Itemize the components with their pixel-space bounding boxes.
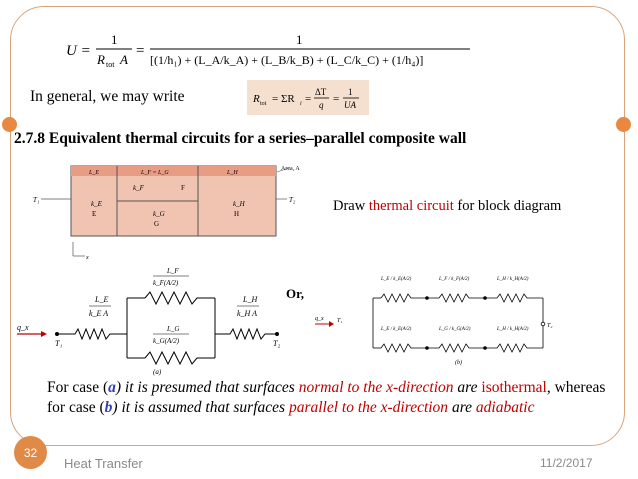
svg-text:L_E: L_E [94,295,108,304]
svg-text:q_x: q_x [17,323,29,332]
circuit-a: q_x T₁ L_E k_E A L_F k_F(A/2) L_G k_G(A/… [17,267,280,376]
svg-text:A: A [119,52,128,67]
svg-text:tot: tot [260,101,267,107]
draw-text-highlight: thermal circuit [368,198,454,214]
case-description: For case (a) it is presumed that surface… [47,378,607,418]
svg-text:k_H: k_H [233,200,246,208]
rtot-equation: R tot = ΣR i = ΔT q = 1 UA [252,87,359,110]
svg-text:T₁: T₁ [337,318,342,324]
u-equation: U = 1 R tot A = 1 [(1/h₁) + (L_A/k_A) + … [66,32,470,69]
svg-text:R: R [96,52,105,67]
svg-text:U =: U = [66,43,91,59]
svg-text:k_E A: k_E A [89,309,108,318]
svg-text:T₂: T₂ [547,323,552,329]
svg-text:=: = [333,93,339,105]
page-number-badge: 32 [14,436,47,469]
svg-text:(a): (a) [153,368,162,376]
svg-text:tot: tot [106,60,115,69]
draw-text-before: Draw [333,198,369,214]
footer-title: Heat Transfer [64,456,143,471]
svg-text:k_G: k_G [153,210,165,218]
case-b-label: b [104,399,113,416]
svg-text:q_x: q_x [315,316,324,322]
draw-circuit-text: Draw thermal circuit for block diagram [333,196,595,216]
draw-text-after: for block diagram [453,198,562,214]
svg-text:T₁: T₁ [55,339,62,348]
svg-text:L_F: L_F [166,267,179,275]
svg-text:L_F / k_F(A/2): L_F / k_F(A/2) [438,277,470,282]
svg-text:1: 1 [348,87,353,97]
svg-text:=: = [305,93,311,105]
case-text-2: ) it is presumed that surfaces [115,379,299,396]
svg-text:T₂: T₂ [273,339,280,348]
svg-text:F: F [181,184,185,192]
svg-text:Area, A: Area, A [281,166,300,172]
rtot-equation-box: R tot = ΣR i = ΔT q = 1 UA [247,80,369,115]
case-text-3: are [453,379,482,396]
svg-text:T₂: T₂ [289,196,296,204]
svg-text:L_H / k_H(A/2): L_H / k_H(A/2) [496,277,529,282]
svg-text:L_H: L_H [242,295,258,304]
intro-text: In general, we may write [30,88,185,105]
slide-frame [10,6,625,446]
normal-direction-text: normal to the x-direction [298,379,454,396]
svg-text:ΔT: ΔT [315,87,327,97]
svg-text:1: 1 [111,32,118,47]
svg-text:k_F: k_F [133,184,145,192]
svg-text:= ΣR: = ΣR [272,93,295,105]
svg-text:UA: UA [344,100,356,110]
svg-text:E: E [92,210,96,218]
svg-text:H: H [234,210,239,218]
frame-dot-right [616,117,631,132]
case-text-4: , whereas for case ( [47,379,606,416]
svg-text:L_G: L_G [166,325,179,333]
frame-dot-left [2,117,17,132]
svg-text:k_G(A/2): k_G(A/2) [153,337,180,345]
svg-text:i: i [300,101,302,107]
svg-text:k_E: k_E [91,200,103,208]
svg-text:T₁: T₁ [33,196,39,204]
svg-text:=: = [136,43,144,59]
svg-text:1: 1 [296,32,303,47]
svg-text:L_F = L_G: L_F = L_G [140,170,169,176]
svg-text:L_H: L_H [226,170,238,176]
case-text-5: ) it is assumed that surfaces [112,399,289,416]
svg-text:L_H / k_H(A/2): L_H / k_H(A/2) [496,327,529,332]
case-text-6: are [448,399,476,416]
adiabatic-text: adiabatic [475,399,535,416]
svg-text:G: G [154,220,159,228]
isothermal-text: isothermal [481,379,547,396]
svg-text:k_F(A/2): k_F(A/2) [153,279,179,287]
case-a-label: a [108,379,116,396]
svg-text:(b): (b) [455,359,462,366]
footer-date: 11/2/2017 [540,456,593,470]
svg-text:L_E / k_E(A/2): L_E / k_E(A/2) [380,277,412,282]
section-heading: 2.7.8 Equivalent thermal circuits for a … [14,130,467,147]
svg-text:L_E / k_E(A/2): L_E / k_E(A/2) [380,327,412,332]
svg-text:x: x [85,255,89,261]
circuit-b: q_x T₁ T₂ L_E / k_E(A/2) L_F / k_F(A/2) … [315,277,552,366]
or-label: Or, [286,286,304,301]
svg-text:L_E: L_E [88,170,99,176]
case-text-1: For case ( [47,379,109,396]
parallel-direction-text: parallel to the x-direction [288,399,449,416]
composite-wall-diagram: L_E L_F = L_G L_H Area, A T₁ T₂ k_E E k_… [33,165,300,261]
svg-text:q: q [319,100,324,110]
svg-text:k_H A: k_H A [237,309,257,318]
svg-text:R: R [252,93,260,105]
svg-text:L_G / k_G(A/2): L_G / k_G(A/2) [438,327,471,332]
svg-text:[(1/h₁) + (L_A/k_A) + (L_B/k_B: [(1/h₁) + (L_A/k_A) + (L_B/k_B) + (L_C/k… [150,53,423,67]
